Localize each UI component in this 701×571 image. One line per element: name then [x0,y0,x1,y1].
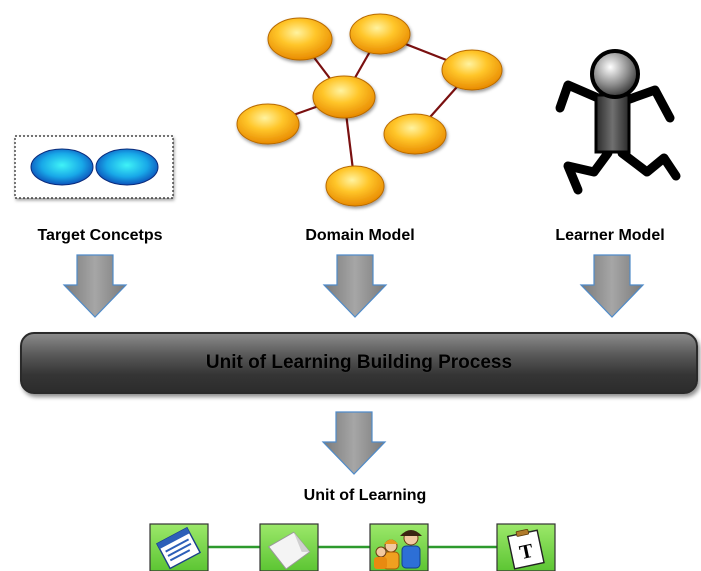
test-icon: T [496,523,556,571]
domain-node [383,113,447,155]
label-domain-model: Domain Model [305,227,415,244]
unit-of-learning-chain: T [149,523,556,571]
people-icon [369,523,429,571]
label-learner-model: Learner Model [555,227,665,244]
test-icon-letter: T [518,540,536,564]
down-arrow-icon [62,254,128,318]
label-unit-of-learning: Unit of Learning [303,487,427,504]
domain-node [441,49,503,91]
target-concepts-icon [14,135,174,199]
domain-node [325,165,385,207]
domain-node [267,17,333,61]
label-target-concepts: Target Concetps [37,227,163,244]
domain-node [236,103,300,145]
learner-figure-icon [555,49,681,195]
domain-node [349,13,411,55]
paper-icon [259,523,319,571]
process-bar: Unit of Learning Building Process [20,332,698,394]
down-arrow-icon [321,411,387,475]
down-arrow-icon [322,254,388,318]
domain-node [312,75,376,119]
document-icon [149,523,209,571]
process-label: Unit of Learning Building Process [205,352,513,373]
down-arrow-icon [579,254,645,318]
domain-model-graph [236,13,503,207]
